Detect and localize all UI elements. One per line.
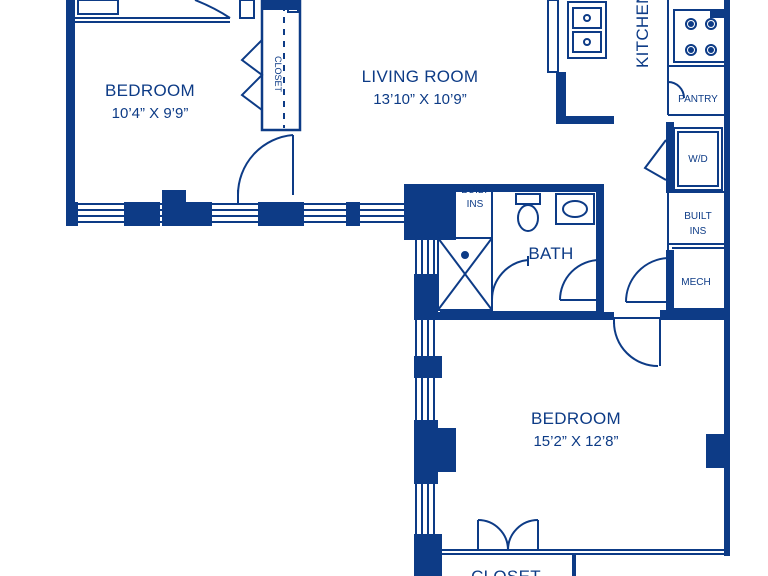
bedroom-2-walls [404,184,726,576]
bedroom-1-door [236,134,294,205]
closet-label-small: CLOSET [273,56,283,93]
built-ins-hall-line1: BUILT [684,211,712,222]
bedroom-2-name: BEDROOM [531,409,621,428]
bedroom-2-dims: 15’2” X 12’8” [533,433,618,450]
bedroom-1-walls [66,0,231,225]
east-wall [706,0,730,556]
living-room-dims: 13’10” X 10’9” [373,91,466,108]
bath-name: BATH [528,244,573,263]
mech-label: MECH [681,277,710,288]
closet-label-bottom: CLOSET [471,567,541,576]
bedroom-living-south-wall [66,190,420,226]
wd-label: W/D [688,154,707,165]
built-ins-bath-line2: INS [467,199,484,210]
bedroom-1-name: BEDROOM [105,81,195,100]
kitchen-name: KITCHEN [633,0,652,68]
built-ins-hall-line2: INS [690,226,707,237]
built-ins-bath-line1: BUILT [461,185,489,196]
living-room-name: LIVING ROOM [362,67,479,86]
washer-dryer [643,122,724,193]
bedroom-1-dims: 10’4” X 9’9” [112,105,189,122]
pantry-label: PANTRY [678,94,718,105]
bedroom-1-closet [239,0,302,132]
